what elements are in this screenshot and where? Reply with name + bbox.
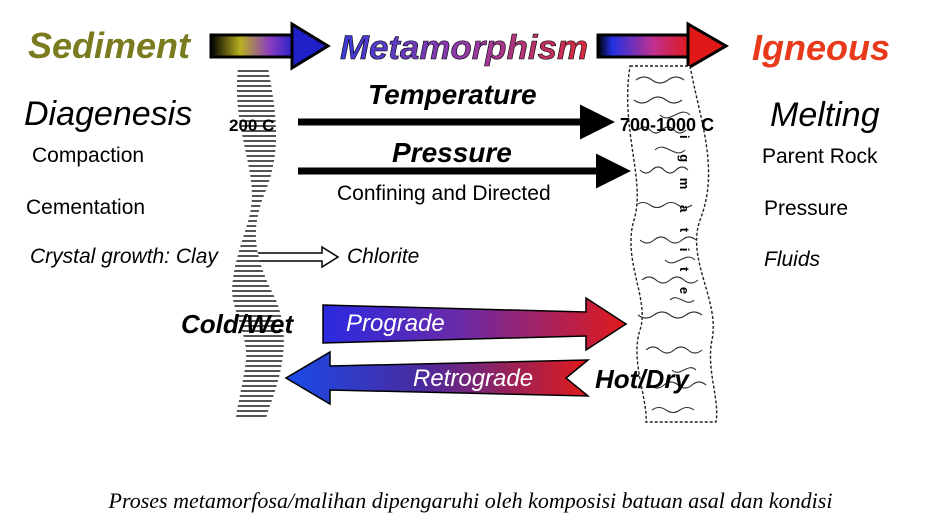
sediment-to-meta-arrow bbox=[209, 21, 331, 71]
prograde-arrow bbox=[322, 296, 628, 352]
migmatite-band: i g m a t i t e bbox=[626, 65, 718, 423]
diagenesis-title: Diagenesis bbox=[24, 95, 192, 133]
retrograde-arrow bbox=[284, 350, 591, 406]
temp-high-label: 700-1000 C bbox=[620, 115, 714, 135]
pressure-factor-label: Pressure bbox=[764, 197, 848, 220]
pressure-sub-label: Confining and Directed bbox=[337, 182, 551, 205]
parent-rock-label: Parent Rock bbox=[762, 145, 878, 168]
fluids-label: Fluids bbox=[764, 248, 821, 271]
igneous-header: Igneous bbox=[752, 27, 890, 68]
temp-low-label: 200 C bbox=[229, 116, 274, 135]
sediment-boundary-band bbox=[232, 68, 284, 420]
metamorphism-header: Metamorphism bbox=[340, 29, 588, 67]
cementation-label: Cementation bbox=[26, 196, 145, 219]
meta-to-igneous-arrow bbox=[596, 21, 729, 71]
migmatite-label: i g m a t i t e bbox=[677, 135, 692, 300]
pressure-label: Pressure bbox=[392, 137, 512, 168]
temperature-label: Temperature bbox=[368, 79, 537, 110]
prograde-label: Prograde bbox=[346, 310, 445, 337]
crystal-growth-label: Crystal growth: Clay bbox=[30, 245, 219, 268]
cold-wet-label: Cold/Wet bbox=[181, 309, 295, 339]
sediment-header: Sediment bbox=[28, 25, 192, 66]
melting-title: Melting bbox=[770, 96, 880, 134]
chlorite-label: Chlorite bbox=[347, 245, 419, 268]
compaction-label: Compaction bbox=[32, 144, 144, 167]
figure-caption: Proses metamorfosa/malihan dipengaruhi o… bbox=[108, 488, 833, 513]
hot-dry-label: Hot/Dry bbox=[595, 364, 690, 394]
retrograde-label: Retrograde bbox=[413, 365, 533, 392]
